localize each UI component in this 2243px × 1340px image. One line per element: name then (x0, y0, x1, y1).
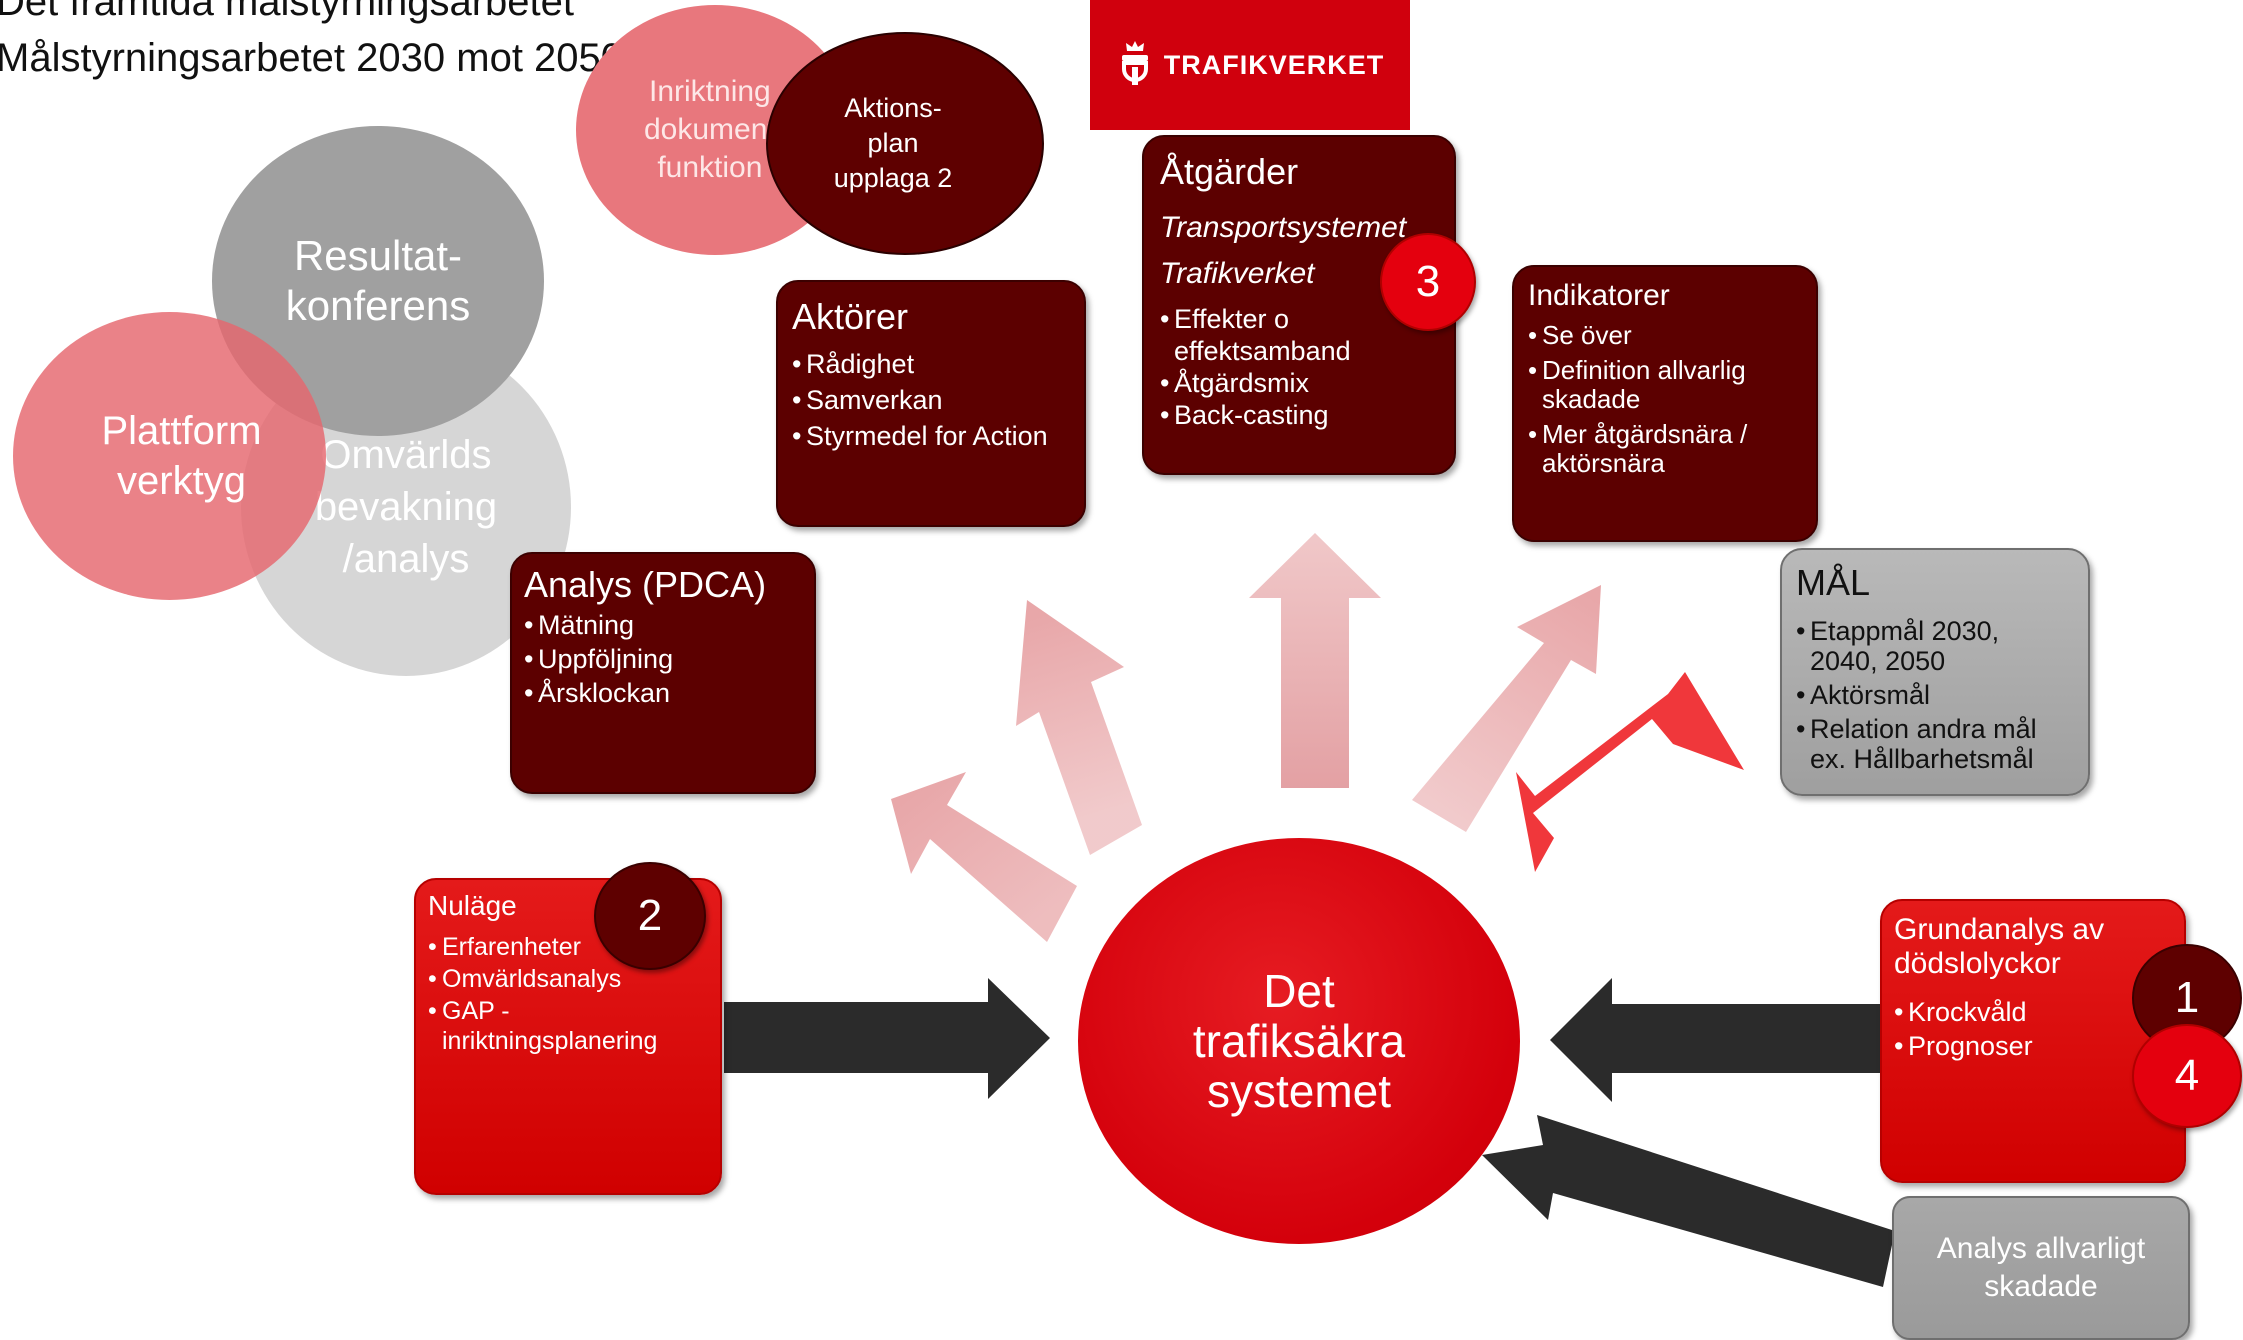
allvarligt-label: Analys allvarligt skadade (1936, 1232, 2146, 1303)
box-grundanalys: Grundanalys av dödslolyckor Krockvåld Pr… (1880, 899, 2186, 1183)
box-atgarder: Åtgärder Transportsystemet Trafikverket … (1142, 135, 1456, 475)
box-analys-pdca: Analys (PDCA) Mätning Uppföljning Årsklo… (510, 552, 816, 794)
box-analys-pdca-title: Analys (PDCA) (524, 564, 767, 605)
box-nulage-title: Nuläge (428, 890, 517, 921)
box-atgarder-title: Åtgärder (1160, 151, 1299, 192)
badge-4-label: 4 (2174, 1051, 2200, 1100)
arrow-to-analys (891, 772, 1077, 942)
atgarder-item: Åtgärdsmix (1160, 367, 1395, 399)
box-indikatorer: Indikatorer Se över Definition allvarlig… (1512, 265, 1818, 542)
arrow-to-indikatorer (1412, 585, 1601, 832)
badge-4: 4 (2132, 1024, 2242, 1128)
trafikverket-crown-icon (1116, 37, 1154, 94)
box-mal: MÅL Etappmål 2030, 2040, 2050 Aktörsmål … (1780, 548, 2090, 796)
badge-3-label: 3 (1415, 257, 1441, 306)
badge-3: 3 (1380, 233, 1476, 331)
badge-2-label: 2 (637, 891, 663, 940)
mal-item: Aktörsmål (1796, 680, 2066, 710)
arrow-from-grundanalys (1550, 978, 1880, 1102)
circle-omvarld-label: Omvärlds bevakning /analys (314, 433, 498, 581)
indikatorer-item: Se över (1528, 321, 1788, 351)
box-analys-allvarligt-skadade: Analys allvarligt skadade (1892, 1196, 2190, 1340)
arrow-from-allvarligt (1482, 1115, 1895, 1287)
center-label: Det trafiksäkra systemet (1192, 965, 1406, 1117)
box-aktorer: Aktörer Rådighet Samverkan Styrmedel for… (776, 280, 1086, 527)
title-line-2: Målstyrningsarbetet 2030 mot 2050 (0, 36, 624, 80)
circle-det-trafiksakra-systemet: Det trafiksäkra systemet (1078, 838, 1520, 1244)
arrow-to-atgarder (1249, 533, 1381, 788)
aktorer-item: Rådighet (792, 346, 1084, 382)
box-grundanalys-title: Grundanalys av dödslolyckor (1894, 913, 2105, 980)
indikatorer-item: Mer åtgärdsnära / aktörsnära (1528, 420, 1788, 478)
title-line-1: Det framtida målstyrningsarbetet (0, 0, 575, 24)
arrow-to-aktorer (1016, 600, 1142, 855)
nulage-item: Erfarenheter (428, 932, 688, 962)
box-nulage: Nuläge Erfarenheter Omvärldsanalys GAP -… (414, 878, 722, 1195)
atgarder-item: Back-casting (1160, 399, 1395, 431)
indikatorer-item: Definition allvarlig skadade (1528, 356, 1788, 414)
double-arrow-mal (1516, 672, 1744, 872)
box-indikatorer-title: Indikatorer (1528, 279, 1670, 312)
circle-plattform: Plattform verktyg (13, 312, 326, 600)
atgarder-subtitle-1: Transportsystemet (1160, 211, 1407, 244)
analys-pdca-item: Årsklockan (524, 676, 814, 710)
grundanalys-item: Krockvåld (1894, 995, 2184, 1029)
circle-plattform-label: Plattform verktyg (101, 409, 262, 503)
box-aktorer-title: Aktörer (792, 296, 909, 337)
circle-aktionsplan: Aktions- plan upplaga 2 (766, 32, 1044, 255)
aktorer-item: Styrmedel for Action (792, 418, 1084, 454)
badge-2: 2 (594, 862, 706, 970)
trafikverket-logo: TRAFIKVERKET (1090, 0, 1410, 130)
trafikverket-logo-text: TRAFIKVERKET (1163, 49, 1385, 80)
circle-inriktning-text: Inriktning dokument funktion (644, 75, 776, 184)
atgarder-subtitle-2: Trafikverket (1160, 257, 1315, 290)
grundanalys-item: Prognoser (1894, 1029, 2184, 1063)
aktorer-item: Samverkan (792, 382, 1084, 418)
circle-aktionsplan-label: Aktions- plan upplaga 2 (833, 93, 953, 193)
mal-item: Relation andra mål ex. Hållbarhetsmål (1796, 714, 2066, 774)
box-mal-title: MÅL (1796, 562, 1871, 603)
arrow-from-nulage (724, 978, 1050, 1099)
mal-item: Etappmål 2030, 2040, 2050 (1796, 616, 2066, 676)
circle-resultat-label: Resultat- konferens (285, 232, 471, 329)
nulage-item: Omvärldsanalys (428, 964, 688, 994)
analys-pdca-item: Mätning (524, 608, 814, 642)
analys-pdca-item: Uppföljning (524, 642, 814, 676)
atgarder-item: Effekter o effektsamband (1160, 303, 1395, 367)
nulage-item: GAP - inriktningsplanering (428, 996, 688, 1056)
badge-1-label: 1 (2174, 973, 2200, 1022)
